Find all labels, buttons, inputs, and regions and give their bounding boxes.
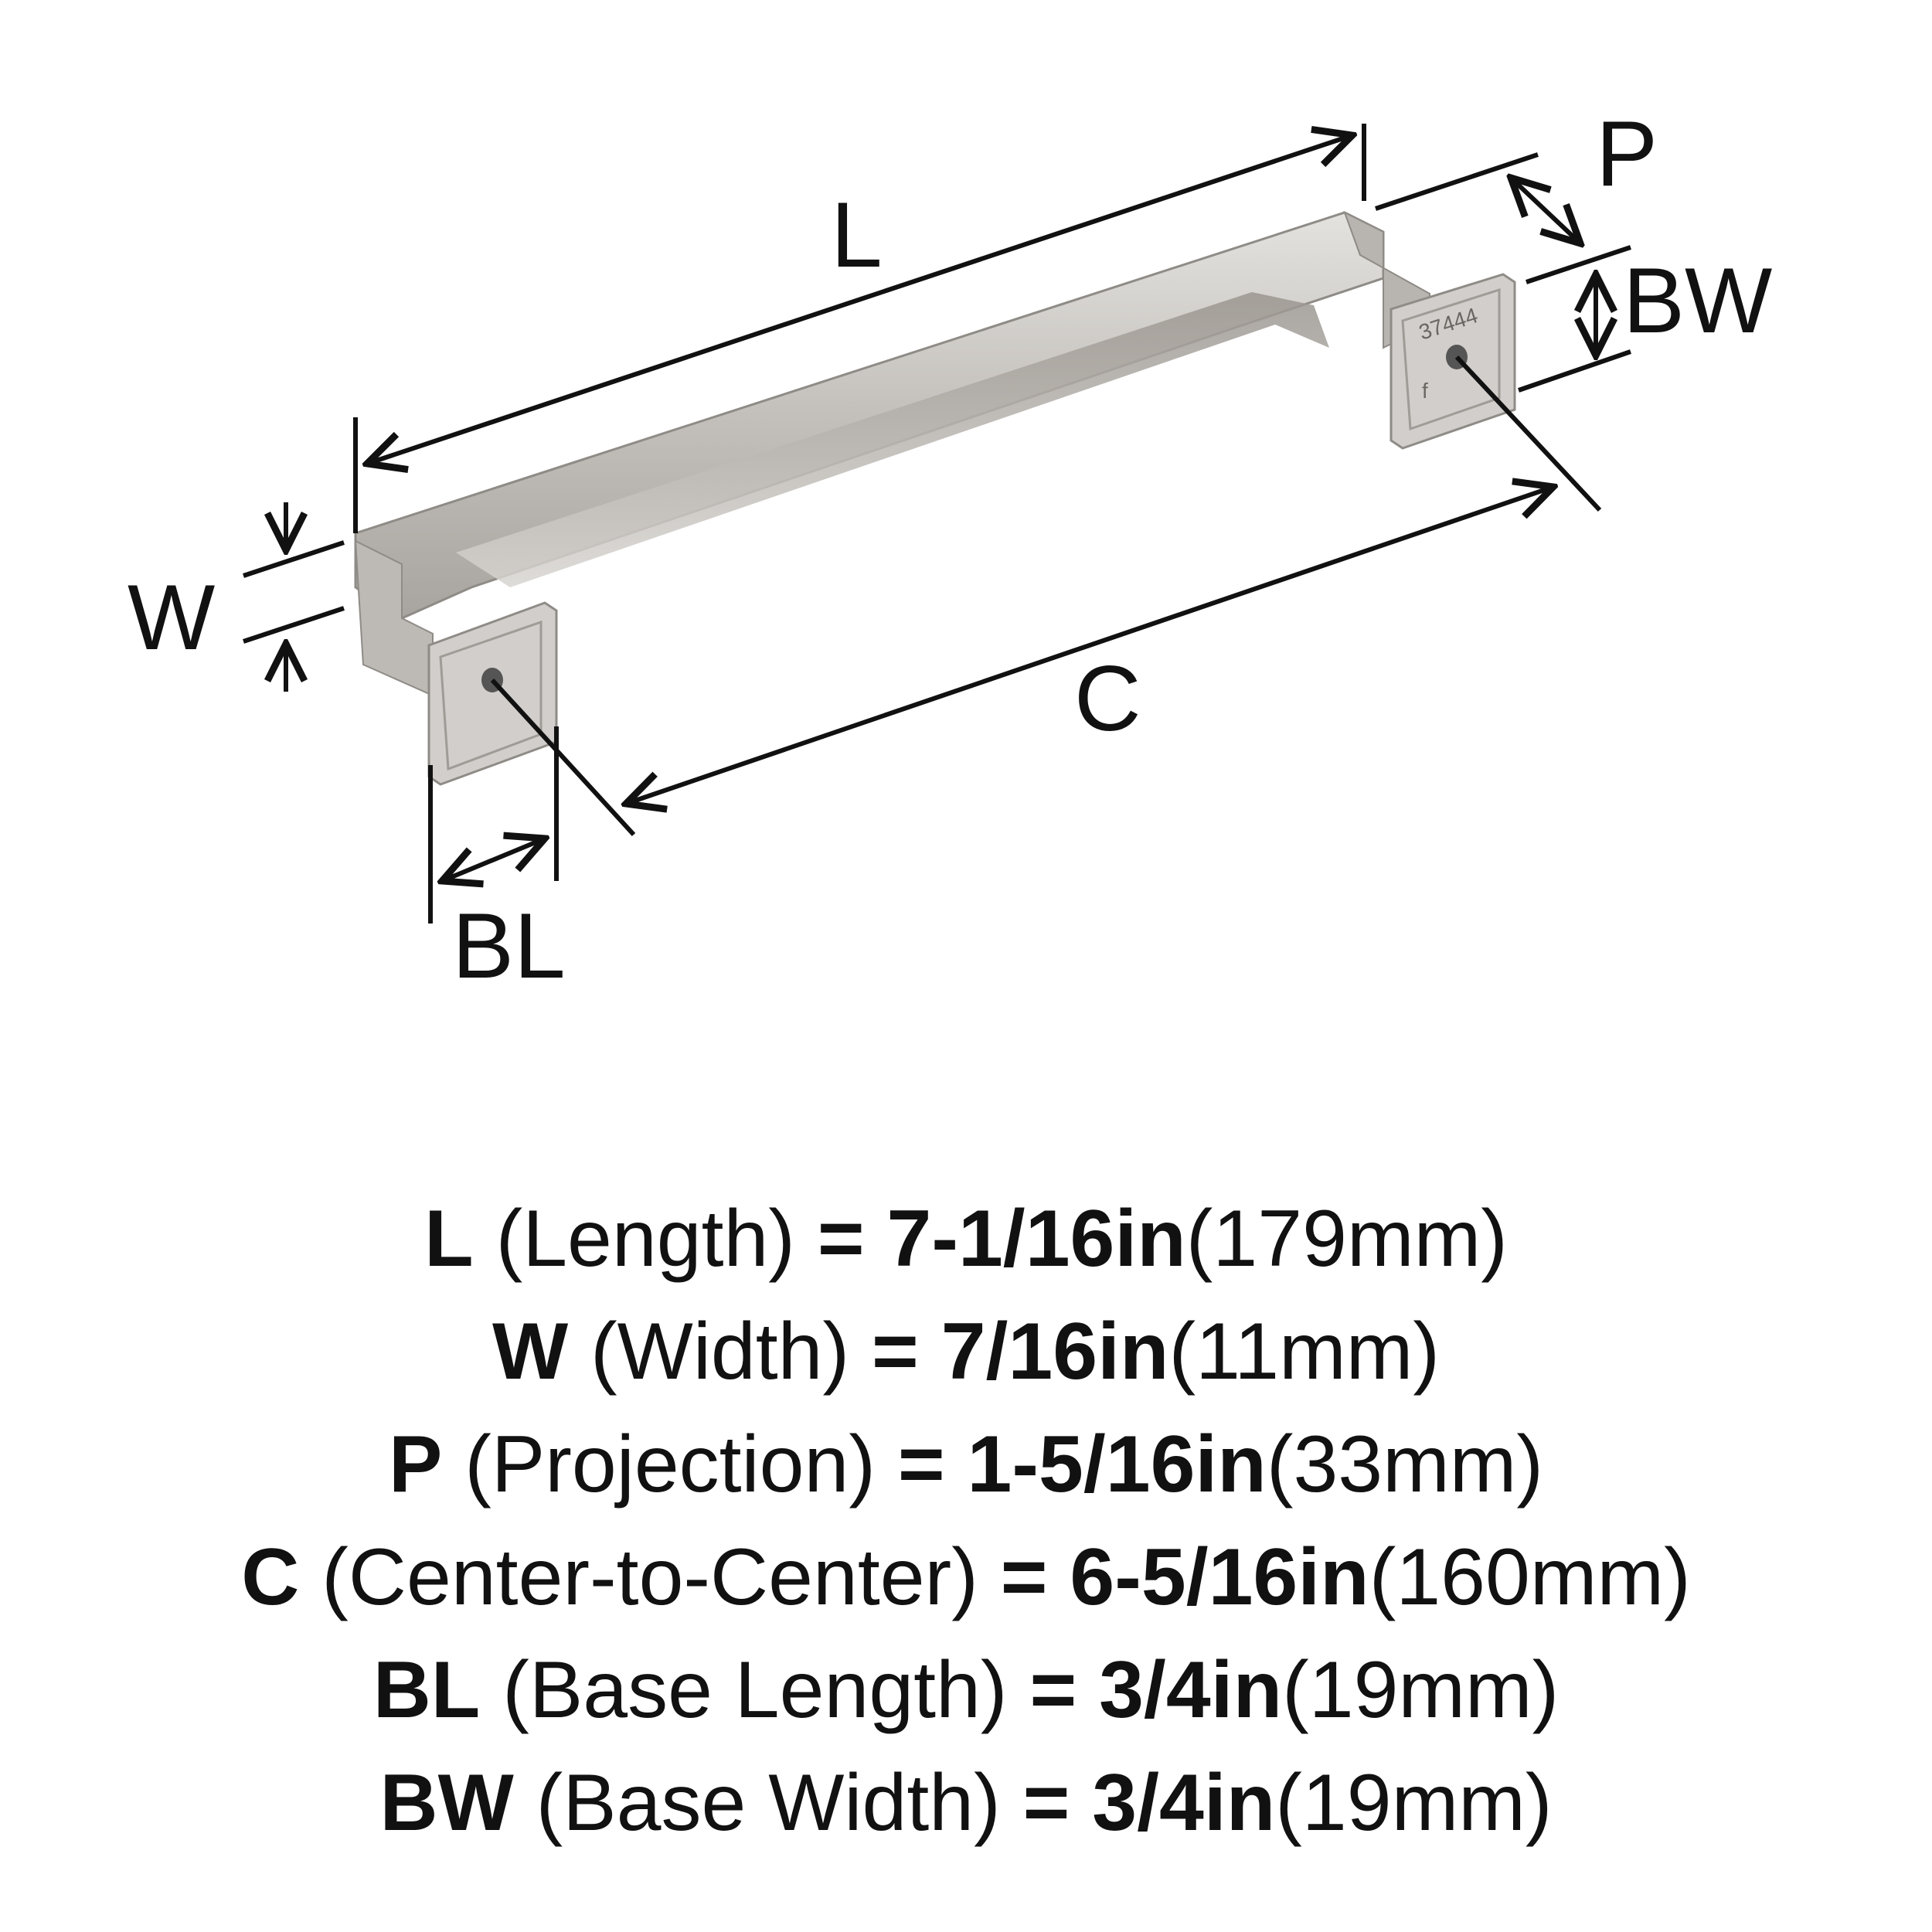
spec-mm: (19mm) xyxy=(1282,1645,1560,1735)
spec-name: (Center-to-Center) xyxy=(321,1532,978,1622)
label-P: P xyxy=(1596,102,1658,206)
spec-inch: 7/16in xyxy=(940,1307,1169,1396)
spec-row-width: W (Width) = 7/16in(11mm) xyxy=(0,1295,1932,1408)
spec-equals: = xyxy=(1000,1532,1048,1622)
spec-inch: 3/4in xyxy=(1092,1758,1276,1848)
spec-inch: 1-5/16in xyxy=(967,1420,1267,1509)
spec-key: P xyxy=(388,1420,443,1509)
spec-equals: = xyxy=(1022,1758,1070,1848)
label-L: L xyxy=(831,183,883,287)
screw-axis-lines xyxy=(490,355,1602,837)
spec-equals: = xyxy=(1029,1645,1077,1735)
spec-row-base-length: BL (Base Length) = 3/4in(19mm) xyxy=(0,1634,1932,1747)
spec-inch: 6-5/16in xyxy=(1070,1532,1369,1622)
label-C: C xyxy=(1074,647,1141,750)
spec-mm: (19mm) xyxy=(1275,1758,1553,1848)
label-BL: BL xyxy=(452,894,566,998)
spec-key: BL xyxy=(372,1645,481,1735)
spec-name: (Base Length) xyxy=(502,1645,1008,1735)
spec-row-length: L (Length) = 7-1/16in(179mm) xyxy=(0,1182,1932,1295)
spec-inch: 3/4in xyxy=(1099,1645,1283,1735)
dimension-specs-list: L (Length) = 7-1/16in(179mm) W (Width) =… xyxy=(0,1182,1932,1859)
spec-mm: (179mm) xyxy=(1185,1194,1508,1284)
label-W: W xyxy=(128,566,215,669)
label-BW: BW xyxy=(1623,249,1772,352)
spec-key: W xyxy=(492,1307,569,1396)
spec-equals: = xyxy=(817,1194,865,1284)
spec-row-projection: P (Projection) = 1-5/16in(33mm) xyxy=(0,1408,1932,1521)
spec-name: (Width) xyxy=(590,1307,850,1396)
spec-mm: (11mm) xyxy=(1168,1307,1440,1396)
right-base-plate: 37444 f xyxy=(1389,273,1516,450)
dimension-lines xyxy=(243,124,1631,923)
handle-dimension-diagram: 37444 f L P BW W C BL xyxy=(128,102,1772,998)
spec-mm: (33mm) xyxy=(1266,1420,1544,1509)
spec-name: (Length) xyxy=(495,1194,795,1284)
spec-mm: (160mm) xyxy=(1369,1532,1691,1622)
spec-inch: 7-1/16in xyxy=(886,1194,1186,1284)
spec-row-center-to-center: C (Center-to-Center) = 6-5/16in(160mm) xyxy=(0,1521,1932,1634)
spec-key: BW xyxy=(379,1758,514,1848)
spec-key: C xyxy=(241,1532,300,1622)
left-base-plate xyxy=(427,601,558,786)
stamp-mark: f xyxy=(1422,379,1428,403)
spec-key: L xyxy=(424,1194,474,1284)
spec-row-base-width: BW (Base Width) = 3/4in(19mm) xyxy=(0,1747,1932,1859)
spec-name: (Base Width) xyxy=(536,1758,1001,1848)
spec-equals: = xyxy=(897,1420,945,1509)
spec-name: (Projection) xyxy=(464,1420,876,1509)
spec-equals: = xyxy=(872,1307,919,1396)
